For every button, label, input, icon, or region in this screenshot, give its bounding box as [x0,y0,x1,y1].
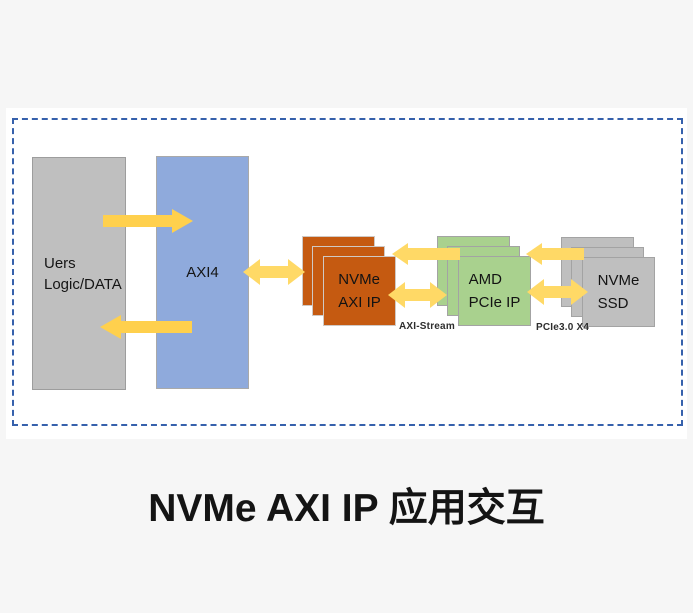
arrow-shaft [544,286,571,298]
arrow-shaft [260,266,288,278]
double-arrow-amd-ssd [527,279,588,305]
arrow-head-left-icon [243,259,260,285]
nvme-axi-ip-card-front: NVMe AXI IP [323,256,396,326]
nvme-axi-ip-label: NVMe AXI IP [338,268,381,314]
user-logic-box: Uers Logic/DATA [32,157,126,390]
double-arrow-axi4-nvme [243,259,305,285]
axi4-box: AXI4 [156,156,249,389]
nvme-ssd-card-front: NVMe SSD [582,257,655,327]
nvme-ssd-label-line2: SSD [597,295,629,312]
axi4-label: AXI4 [186,264,219,281]
amd-pcie-ip-card-front: AMD PCIe IP [458,256,531,326]
arrow-head-right-icon [430,282,447,308]
arrow-head-left-icon [527,279,544,305]
arrow-shaft [405,289,430,301]
nvme-ssd-label-line1: NVMe [597,272,640,289]
arrow-shaft [408,248,460,260]
arrow-shaft [121,321,192,333]
double-arrow-nvme-amd [388,282,447,308]
amd-pcie-ip-label-line2: PCIe IP [468,294,521,311]
nvme-axi-ip-stack: NVMe AXI IP [302,236,398,328]
arrow-head-left-icon [388,282,405,308]
amd-pcie-ip-label-line1: AMD [468,271,502,288]
amd-pcie-ip-label: AMD PCIe IP [469,268,521,314]
user-logic-label-line1: Uers [44,254,76,272]
arrow-head-right-icon [172,209,193,233]
arrow-head-right-icon [288,259,305,285]
axi-stream-label: AXI-Stream [399,321,455,332]
arrow-head-right-icon [571,279,588,305]
page-title: NVMe AXI IP 应用交互 [148,487,545,530]
arrow-head-left-icon [392,243,408,265]
arrow-head-left-icon [526,243,542,265]
dashed-border [12,118,683,426]
pcie-link-label: PCIe3.0 X4 [536,322,590,333]
user-logic-label-line2: Logic/DATA [44,275,122,293]
arrow-head-left-icon [100,315,121,339]
arrow-shaft [542,248,584,260]
arrow-shaft [103,215,172,227]
nvme-axi-ip-label-line1: NVMe [338,271,380,288]
nvme-ssd-label: NVMe SSD [598,269,640,315]
nvme-axi-ip-label-line2: AXI IP [338,294,381,311]
